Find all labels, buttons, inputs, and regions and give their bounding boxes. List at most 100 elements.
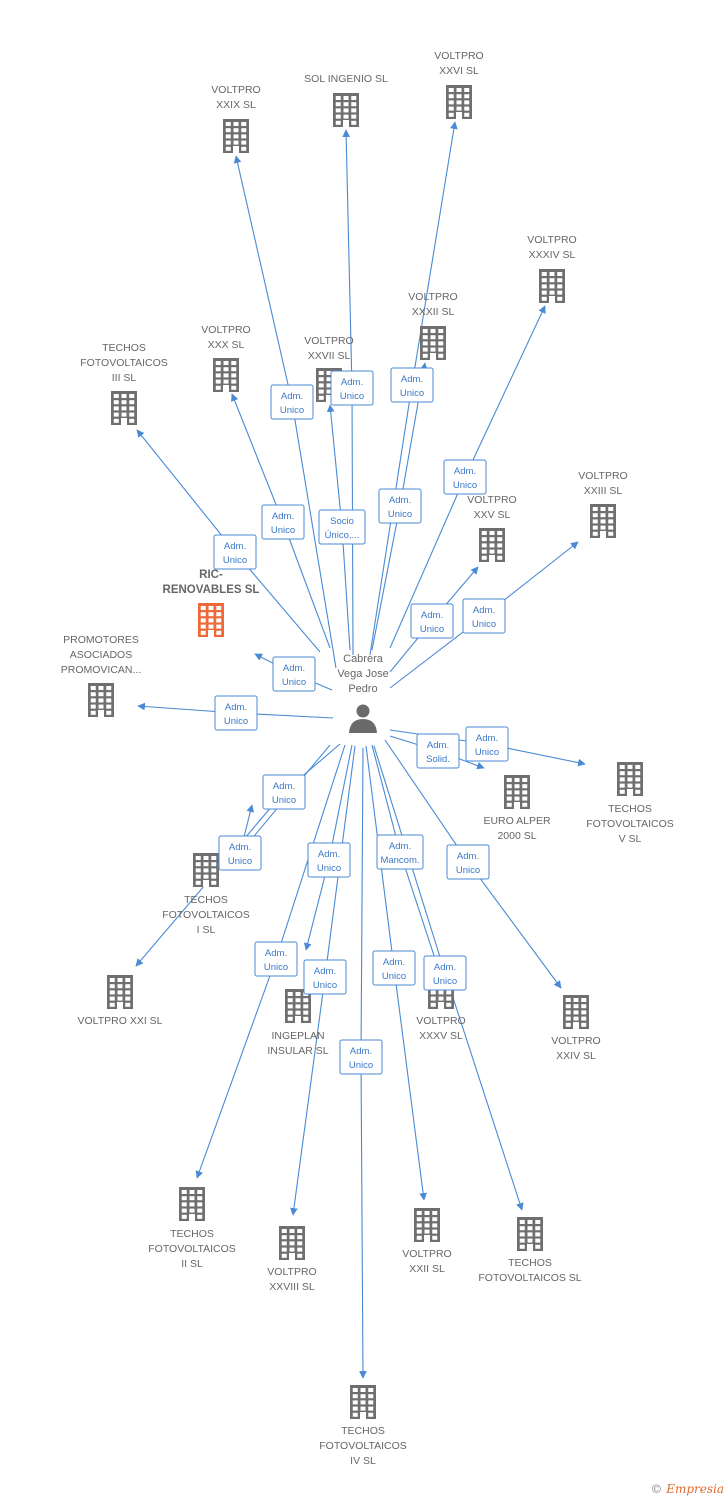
relation-label-box[interactable]: Adm.Unico — [390, 367, 434, 403]
relation-label-line: Unico — [282, 677, 306, 688]
building-icon — [223, 119, 249, 153]
relation-label-line: Unico — [272, 795, 296, 806]
relation-label-line: Unico — [472, 619, 496, 630]
relation-label-box[interactable]: SocioÚnico,... — [318, 509, 366, 545]
relation-label-line: Adm. — [401, 374, 423, 385]
relation-label-box[interactable]: Adm.Mancom. — [376, 834, 424, 870]
relation-label-line: Adm. — [383, 957, 405, 968]
company-node-promotores[interactable]: PROMOTORESASOCIADOSPROMOVICAN... — [61, 634, 142, 717]
person-label-line: Cabrera — [343, 653, 384, 665]
relation-label-line: Único,... — [325, 530, 360, 541]
relation-label-box[interactable]: Adm.Unico — [378, 488, 422, 524]
relation-label-box[interactable]: Adm.Unico — [214, 695, 258, 731]
person-icon — [349, 704, 377, 733]
company-label-line: XXXII SL — [412, 306, 455, 318]
relation-label-box[interactable]: Adm.Unico — [254, 941, 298, 977]
person-label-line: Pedro — [348, 683, 377, 695]
relation-label-box[interactable]: Adm.Unico — [213, 534, 257, 570]
building-icon — [590, 504, 616, 538]
brand-name[interactable]: Empresia — [666, 1482, 724, 1496]
building-icon — [107, 975, 133, 1009]
company-label-line: FOTOVOLTAICOS SL — [478, 1272, 581, 1284]
company-label-line: TECHOS — [341, 1425, 385, 1437]
relation-label-line: Adm. — [427, 740, 449, 751]
company-node-sol-ingenio[interactable]: SOL INGENIO SL — [304, 73, 388, 127]
company-label-line: VOLTPRO XXI SL — [78, 1015, 163, 1027]
company-label-line: VOLTPRO — [551, 1035, 600, 1047]
relation-label-line: Unico — [420, 624, 444, 635]
company-label-line: PROMOVICAN... — [61, 664, 142, 676]
relation-label-line: Adm. — [272, 511, 294, 522]
building-icon — [563, 995, 589, 1029]
relation-label-box[interactable]: Adm. Unico — [272, 656, 316, 692]
relation-label-box[interactable]: Adm.Unico — [262, 774, 306, 810]
company-label-line: TECHOS — [102, 342, 146, 354]
company-label-line: VOLTPRO — [304, 335, 353, 347]
relation-label-box[interactable]: Adm.Unico — [446, 844, 490, 880]
company-node-voltpro-xxviii[interactable]: VOLTPRO XXVIII SL — [267, 1226, 317, 1293]
building-icon — [279, 1226, 305, 1260]
company-label-line: TECHOS — [508, 1257, 552, 1269]
relation-label-box[interactable]: Adm.Unico — [462, 598, 506, 634]
building-icon — [479, 528, 505, 562]
company-label-line: XXX SL — [208, 339, 245, 351]
company-label-line: XXVIII SL — [269, 1281, 315, 1293]
company-node-ric-renovables[interactable]: RIC-RENOVABLES SL — [163, 569, 260, 637]
building-icon — [617, 762, 643, 796]
relation-label-box[interactable]: Adm.Unico — [218, 835, 262, 871]
relation-label-line: Adm. — [229, 842, 251, 853]
relation-label-box[interactable]: Adm.Unico — [423, 955, 467, 991]
relation-label-line: Adm. — [265, 948, 287, 959]
relation-label-box[interactable]: Adm. Unico — [261, 504, 305, 540]
company-node-voltpro-xxi[interactable]: VOLTPRO XXI SL — [78, 975, 163, 1027]
relation-label-line: Adm. — [341, 377, 363, 388]
relation-label-box[interactable]: Adm.Unico — [410, 603, 454, 639]
relation-label-line: Unico — [271, 525, 295, 536]
relation-label-line: Adm. — [281, 391, 303, 402]
relation-label-line: Adm. — [318, 849, 340, 860]
relation-label-box[interactable]: Adm.Unico — [372, 950, 416, 986]
relation-label-line: Unico — [313, 980, 337, 991]
relation-label-line: Solid. — [426, 754, 450, 765]
relation-label-line: Unico — [453, 480, 477, 491]
relation-label-box[interactable]: Adm.Unico — [330, 370, 374, 406]
relation-label-line: Adm. — [225, 702, 247, 713]
person-label-line: Vega Jose — [337, 668, 388, 680]
company-label-line: ASOCIADOS — [70, 649, 132, 661]
relation-label-box[interactable]: Adm.Unico — [270, 384, 314, 420]
company-label-line: VOLTPRO — [267, 1266, 316, 1278]
relation-label-box[interactable]: Adm.Unico — [303, 959, 347, 995]
relation-label-box[interactable]: Adm.Unico — [443, 459, 487, 495]
relation-label-box[interactable]: Adm. Solid. — [416, 733, 460, 769]
company-label-line: FOTOVOLTAICOS — [586, 818, 674, 830]
company-label-line: RENOVABLES SL — [163, 584, 260, 596]
relation-labels-layer: Adm.UnicoAdm.UnicoAdm.UnicoAdm.UnicoAdm.… — [213, 367, 509, 1075]
building-icon — [504, 775, 530, 809]
company-label-line: XXXIV SL — [529, 249, 576, 261]
relation-label-box[interactable]: Adm.Unico — [339, 1039, 383, 1075]
relation-label-box[interactable]: Adm.Unico — [465, 726, 509, 762]
relation-label-box[interactable]: Adm.Unico — [307, 842, 351, 878]
relation-label-line: Adm. — [283, 663, 305, 674]
company-node-techos-sl[interactable]: TECHOS FOTOVOLTAICOS SL — [478, 1217, 582, 1284]
company-label-line: FOTOVOLTAICOS — [148, 1243, 236, 1255]
